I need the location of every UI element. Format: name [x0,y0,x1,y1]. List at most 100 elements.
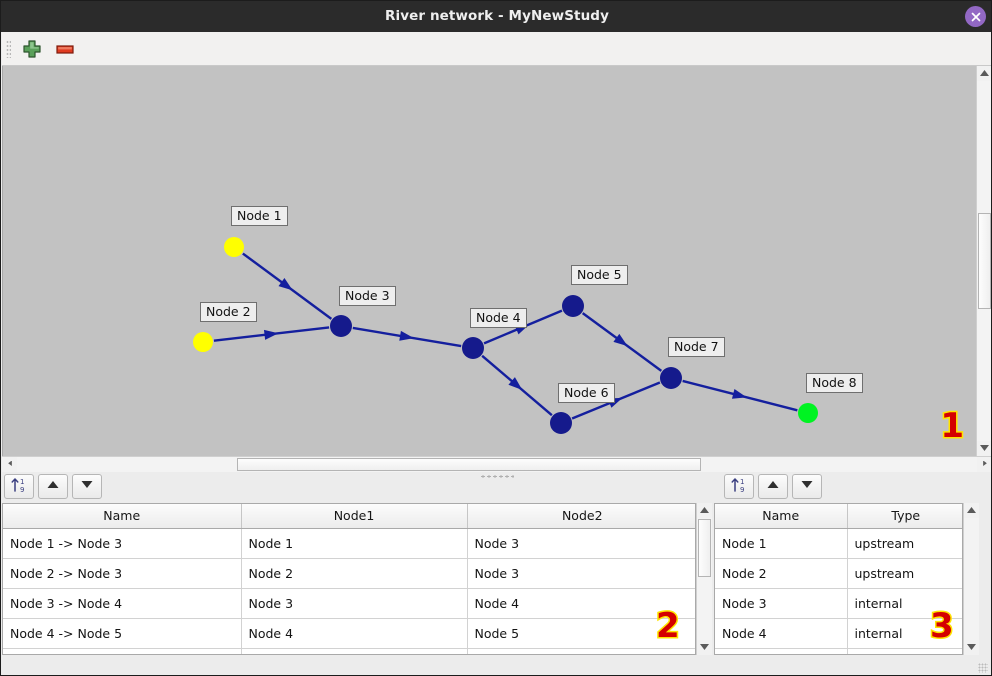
arrow-up-icon[interactable] [38,474,68,499]
table-cell[interactable]: upstream [847,558,962,589]
graph-node-node-1[interactable] [224,237,244,257]
main-toolbar [2,32,991,66]
table-cell[interactable] [847,648,962,654]
sort-icon[interactable]: 1 9 [4,474,34,499]
graph-node-layer [193,237,818,434]
column-header-type[interactable]: Type [847,504,962,529]
nodes-table-vertical-scrollbar[interactable] [963,503,979,655]
resize-grip[interactable] [978,663,988,673]
graph-edge-arrowhead [613,333,628,347]
graph-node-label-node-1[interactable]: Node 1 [231,206,288,226]
graph-node-node-4[interactable] [462,337,484,359]
scroll-left-icon[interactable] [2,457,17,472]
close-icon[interactable] [965,6,986,27]
table-cell[interactable]: Node 3 [467,558,695,589]
nodes-table-row[interactable] [715,648,962,654]
graph-node-node-3[interactable] [330,315,352,337]
table-cell[interactable]: Node 2 -> Node 3 [3,558,242,589]
graph-node-label-node-3[interactable]: Node 3 [339,286,396,306]
table-cell[interactable]: Node 3 [467,528,695,559]
graph-node-node-7[interactable] [660,367,682,389]
graph-node-node-6[interactable] [550,412,572,434]
sort-icon[interactable]: 1 9 [724,474,754,499]
graph-hscroll-thumb[interactable] [237,458,701,471]
graph-vscroll-thumb[interactable] [978,213,991,309]
arrow-down-icon[interactable] [792,474,822,499]
table-cell[interactable] [467,648,695,654]
graph-edge-arrowhead [278,278,293,291]
graph-node-node-2[interactable] [193,332,213,352]
scroll-up-icon[interactable] [977,66,991,81]
graph-node-node-5[interactable] [562,295,584,317]
column-header-node2[interactable]: Node2 [467,504,695,529]
scroll-up-icon[interactable] [964,503,979,518]
scroll-down-icon[interactable] [964,640,979,655]
table-cell[interactable]: internal [847,588,962,619]
column-header-name[interactable]: Name [715,504,848,529]
remove-minus-icon[interactable] [52,36,78,62]
table-cell[interactable] [3,648,242,654]
table-cell[interactable]: Node 4 [241,618,468,649]
network-graph-canvas[interactable]: Node 1 Node 2 Node 3 Node 4 Node 5 Node 6 Node… [2,66,991,456]
toolbar-drag-handle[interactable] [6,40,11,58]
window-title: River network - MyNewStudy [385,8,609,24]
arrow-up-icon[interactable] [758,474,788,499]
graph-node-node-8[interactable] [798,403,818,423]
table-cell[interactable]: Node 4 -> Node 5 [3,618,242,649]
table-cell[interactable]: Node 2 [241,558,468,589]
table-cell[interactable]: Node 1 [715,528,848,559]
table-cell[interactable]: Node 4 [467,588,695,619]
graph-edge-arrowhead [263,329,279,340]
graph-edge-arrowhead [731,389,747,399]
graph-node-label-node-6[interactable]: Node 6 [558,383,615,403]
scroll-down-icon[interactable] [697,640,712,655]
graph-node-label-node-4[interactable]: Node 4 [470,308,527,328]
arrow-down-icon[interactable] [72,474,102,499]
graph-edge-layer [213,252,798,420]
table-cell[interactable]: Node 3 [241,588,468,619]
table-cell[interactable]: upstream [847,528,962,559]
table-cell[interactable]: Node 1 [241,528,468,559]
table-cell[interactable]: Node 1 -> Node 3 [3,528,242,559]
links-table-row[interactable] [3,648,695,654]
table-cell[interactable]: Node 5 [467,618,695,649]
table-cell[interactable]: Node 4 [715,618,848,649]
panel-splitter[interactable] [2,472,991,480]
links-table-vertical-scrollbar[interactable] [696,503,712,655]
table-cell[interactable]: internal [847,618,962,649]
graph-edge-arrowhead [508,377,523,391]
graph-horizontal-scrollbar[interactable] [2,456,991,472]
graph-node-label-node-8[interactable]: Node 8 [806,373,863,393]
column-header-name[interactable]: Name [3,504,242,529]
graph-node-label-node-5[interactable]: Node 5 [571,265,628,285]
graph-node-label-node-7[interactable]: Node 7 [668,337,725,357]
column-header-node1[interactable]: Node1 [241,504,468,529]
scroll-down-icon[interactable] [977,441,991,456]
table-cell[interactable]: Node 3 -> Node 4 [3,588,242,619]
table-cell[interactable]: Node 3 [715,588,848,619]
graph-node-label-node-2[interactable]: Node 2 [200,302,257,322]
graph-vertical-scrollbar[interactable] [976,66,991,456]
scroll-up-icon[interactable] [697,503,712,518]
scroll-right-icon[interactable] [977,457,991,472]
table-cell[interactable] [715,648,848,654]
table-cell[interactable] [241,648,468,654]
table-cell[interactable]: Node 2 [715,558,848,589]
links-vscroll-thumb[interactable] [698,519,711,577]
add-plus-icon[interactable] [19,36,45,62]
